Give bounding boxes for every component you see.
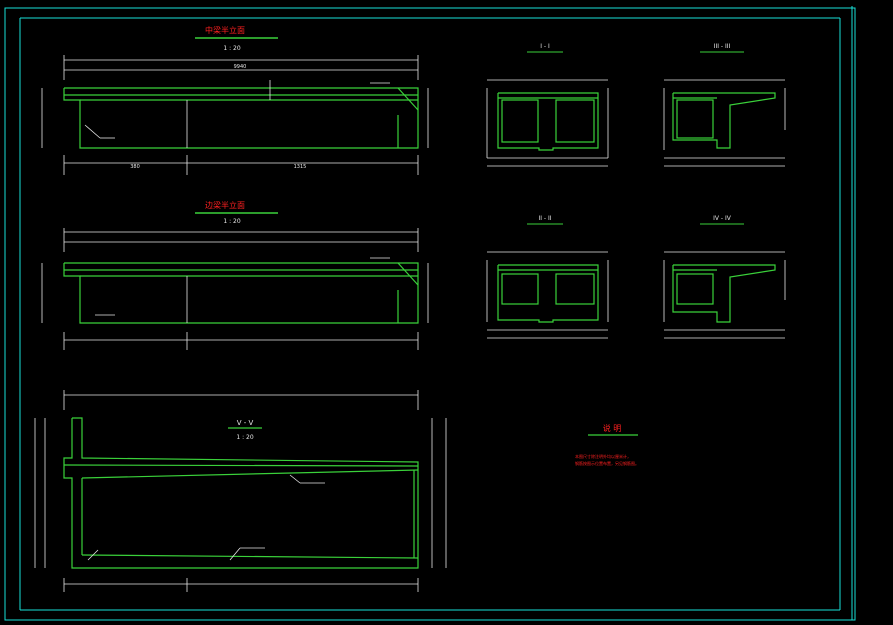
middle-dim-total: 9940 <box>234 64 247 70</box>
section-ii-title: II - II <box>538 215 551 222</box>
notes-line-1: 本图尺寸除注明外均以厘米计， <box>575 453 631 459</box>
section-iii-iii: III - III <box>663 43 786 167</box>
section-v-title: V - V <box>237 419 254 427</box>
section-i-i: I - I <box>486 43 609 167</box>
section-iii-title: III - III <box>714 43 731 50</box>
section-iv-iv: IV - IV <box>663 215 786 339</box>
section-v-v: V - V 1 : 20 <box>34 390 447 592</box>
middle-dim-right: 1315 <box>294 164 307 170</box>
notes-block: 说 明 本图尺寸除注明外均以厘米计， 钢筋按图示位置布置，另见钢筋图。 <box>575 423 639 466</box>
sheet-frame <box>4 6 856 621</box>
notes-line-2: 钢筋按图示位置布置，另见钢筋图。 <box>575 460 639 466</box>
middle-beam-scale: 1 : 20 <box>223 45 240 52</box>
side-beam-elevation: 边梁半立面 1 : 20 <box>41 200 429 350</box>
notes-title: 说 明 <box>603 423 622 433</box>
section-iv-title: IV - IV <box>713 215 732 222</box>
side-beam-scale: 1 : 20 <box>223 218 240 225</box>
section-v-scale: 1 : 20 <box>236 434 253 441</box>
middle-beam-title: 中梁半立面 <box>205 25 245 35</box>
middle-beam-elevation: 中梁半立面 1 : 20 9940 380 1315 <box>41 25 429 175</box>
side-beam-title: 边梁半立面 <box>205 200 245 210</box>
section-ii-ii: II - II <box>486 215 609 339</box>
middle-dim-left: 380 <box>130 164 140 170</box>
section-i-title: I - I <box>540 43 550 50</box>
